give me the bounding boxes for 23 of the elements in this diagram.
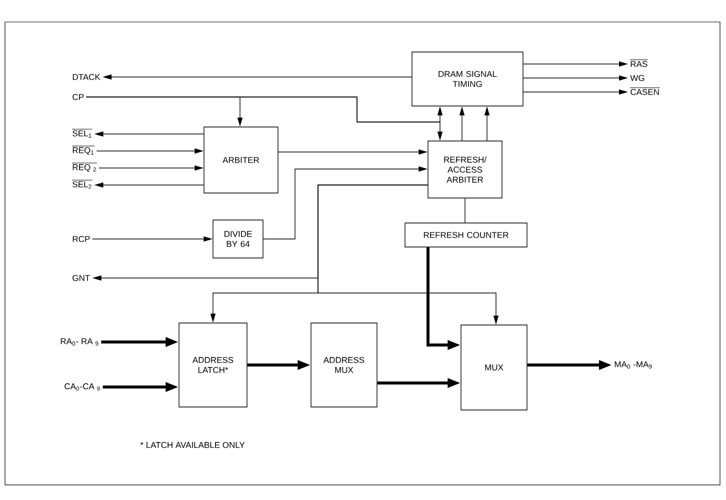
block-box: REFRESH COUNTER — [404, 222, 528, 248]
signal-label: CA$_{0}$-CA $_{9}$ — [64, 383, 100, 391]
signal-label: SEL$_{2}$ — [72, 180, 93, 189]
signal-label: REQ $_{2}$ — [72, 162, 98, 172]
signal-label: RCP — [72, 236, 90, 242]
block-box: REFRESH/ ACCESS ARBITER — [428, 140, 502, 198]
signal-label: CP — [72, 94, 84, 100]
signal-label: DTACK — [72, 74, 100, 80]
signal-label: RAS — [630, 60, 648, 67]
signal-label: CASEN — [630, 88, 660, 95]
block-box: ADDRESS MUX — [310, 322, 378, 408]
block-box: DRAM SIGNAL TIMING — [412, 52, 524, 106]
block-box: MUX — [460, 324, 528, 410]
signal-label: MA$_{0}$ -MA$_{9}$ — [614, 361, 652, 369]
signal-label: RA$_{0}$- RA $_{9}$ — [60, 338, 98, 346]
signal-label: GNT — [72, 274, 90, 281]
block-box: DIVIDE BY 64 — [212, 220, 264, 258]
signal-label: WG — [630, 75, 644, 81]
block-box: ADDRESS LATCH* — [178, 322, 248, 408]
footnote: * LATCH AVAILABLE ONLY — [140, 442, 245, 448]
signal-label: SEL$_{1}$ — [72, 128, 93, 138]
signal-label: REQ$_{1}$ — [72, 146, 95, 155]
block-box: ARBITER — [204, 126, 278, 194]
